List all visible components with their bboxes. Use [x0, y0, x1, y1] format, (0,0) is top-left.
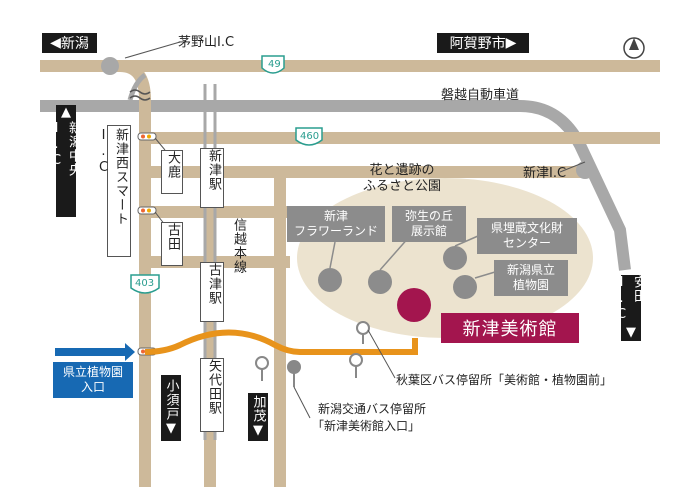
- oshika-intersection-label: 大鹿: [161, 150, 183, 194]
- niitsu-station-label: 新津駅: [200, 148, 224, 208]
- niitsu-ic-label: 新津I.C: [523, 166, 567, 181]
- route-403-number: 403: [135, 278, 155, 289]
- route-460-number: 460: [300, 131, 320, 142]
- kayanoyama-ic-marker: [101, 57, 119, 75]
- kayanoyama-ic-label: 茅野山I.C: [178, 35, 235, 50]
- direction-kamo: 加茂▼: [248, 393, 268, 441]
- access-route: [144, 329, 418, 355]
- museum-dot: [397, 288, 431, 322]
- niigata-kotsu-bus-stop-line1: 新潟交通バス停留所: [318, 402, 427, 416]
- bus-stop-icons: [255, 321, 370, 387]
- route-460-shield: [295, 127, 323, 146]
- niigata-kotsu-bus-stop-line2: 「新津美術館入口」: [312, 419, 421, 433]
- museum-label: 新津美術館: [441, 313, 579, 343]
- park-title: 花と遺跡の ふるさと公園: [363, 163, 442, 195]
- facility-yayoi: 弥生の丘 展示館: [392, 206, 466, 242]
- route-403-shield: [130, 274, 160, 294]
- furutsu-station-label: 古津駅: [200, 262, 224, 322]
- direction-kosudo: 小須戸▼: [161, 375, 181, 441]
- banetsu-label: 磐越自動車道: [441, 88, 520, 103]
- direction-yasuda: 安田I.C▼: [614, 275, 646, 341]
- botanical-dot: [453, 275, 477, 299]
- route-49-number: 49: [268, 59, 281, 70]
- niitsu-nishi-smart-ic-label: 新津西スマートI.C: [96, 125, 131, 257]
- entrance-label: 県立植物園 入口: [53, 362, 133, 398]
- yakaeda-station-label: 矢代田駅: [200, 358, 224, 432]
- shinetsu-line-label: 信越本線: [231, 218, 246, 274]
- route-49-shield: [261, 55, 285, 74]
- banetsu-expressway: [40, 100, 631, 271]
- direction-niigata: ◀新潟: [42, 33, 97, 53]
- entrance-arrow: [55, 343, 135, 361]
- niitsu-ic-marker: [576, 161, 594, 179]
- yayoi-dot: [368, 270, 392, 294]
- direction-niigata-chuo: ▲新潟中央I.C: [49, 105, 81, 217]
- direction-agano: 阿賀野市▶: [437, 33, 529, 53]
- facility-botanical-garden: 新潟県立 植物園: [494, 260, 568, 296]
- facility-maizo-center: 県埋蔵文化財 センター: [477, 218, 577, 254]
- north-compass-icon: [623, 37, 645, 59]
- furuta-intersection-label: 古田: [161, 222, 183, 266]
- maizo-dot: [443, 246, 467, 270]
- akiha-bus-stop-label: 秋葉区バス停留所「美術館・植物園前」: [396, 373, 613, 387]
- flowerland-dot: [318, 268, 342, 292]
- facility-flowerland: 新津 フラワーランド: [287, 206, 385, 242]
